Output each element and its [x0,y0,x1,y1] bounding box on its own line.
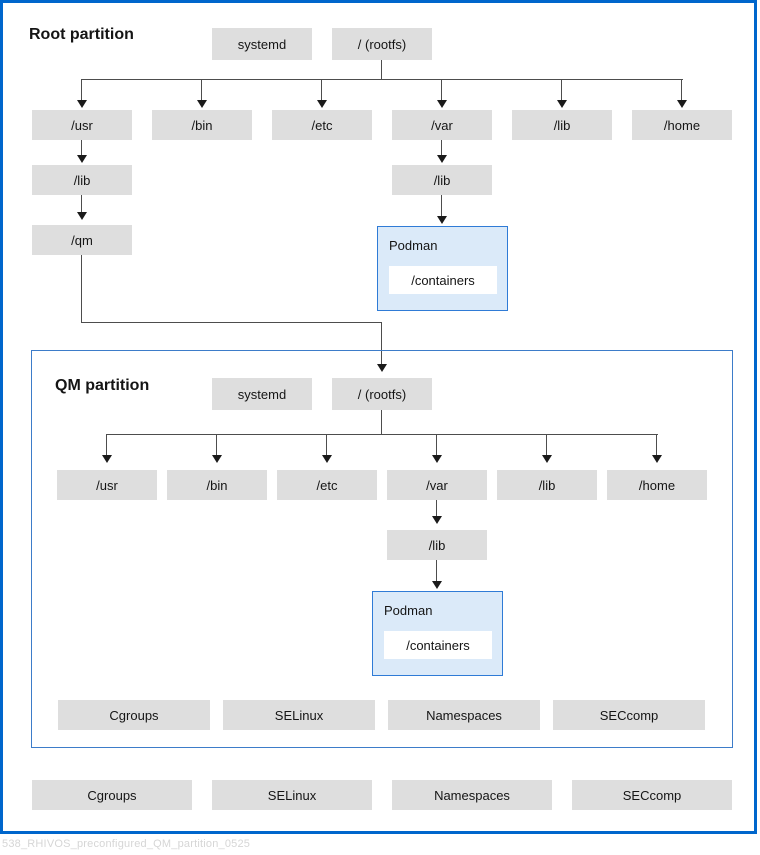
qm-security-cgroups: Cgroups [58,700,210,730]
qm-dir-var: /var [387,470,487,500]
root-lib-to-podman-line [441,195,443,219]
root-arrow-etc [317,100,327,108]
qm-systemd-box: systemd [212,378,312,410]
qm-link-horizontal [81,322,382,324]
host-security-seccomp: SECcomp [572,780,732,810]
root-rootfs-stem [381,60,383,79]
root-podman-containers: /containers [389,266,497,294]
qm-drop-var [436,434,438,457]
qm-security-seccomp: SECcomp [553,700,705,730]
qm-var-lib-box: /lib [387,530,487,560]
qm-partition-frame [31,350,733,748]
root-dir-etc: /etc [272,110,372,140]
qm-drop-bin [216,434,218,457]
qm-arrow-bin [212,455,222,463]
qm-drop-home [656,434,658,457]
qm-rootfs-box: / (rootfs) [332,378,432,410]
qm-dir-etc: /etc [277,470,377,500]
root-lib-to-qm-line [81,195,83,213]
root-lib-to-qm-arrow [77,212,87,220]
figure-caption: 538_RHIVOS_preconfigured_QM_partition_05… [2,838,251,850]
qm-dir-bin: /bin [167,470,267,500]
qm-podman-containers: /containers [384,631,492,659]
root-usr-lib-box: /lib [32,165,132,195]
root-rootfs-box: / (rootfs) [332,28,432,60]
root-dir-home: /home [632,110,732,140]
qm-arrow-lib [542,455,552,463]
root-arrow-bin [197,100,207,108]
root-qm-box: /qm [32,225,132,255]
root-usr-to-lib-line [81,140,83,158]
root-var-to-lib-line [441,140,443,158]
root-drop-lib [561,79,563,102]
root-drop-bin [201,79,203,102]
root-dir-usr: /usr [32,110,132,140]
root-podman-title: Podman [389,238,438,253]
root-var-lib-box: /lib [392,165,492,195]
root-dir-var: /var [392,110,492,140]
qm-podman-title: Podman [384,603,433,618]
root-arrow-lib [557,100,567,108]
qm-link-vertical-right [381,322,383,366]
root-dir-lib: /lib [512,110,612,140]
root-bus-line [82,79,683,81]
qm-security-namespaces: Namespaces [388,700,540,730]
root-arrow-home [677,100,687,108]
qm-arrow-usr [102,455,112,463]
root-drop-usr [81,79,83,102]
qm-drop-usr [106,434,108,457]
qm-bus-line [107,434,658,436]
qm-lib-to-podman-line [436,560,438,584]
root-usr-to-lib-arrow [77,155,87,163]
qm-arrow-var [432,455,442,463]
qm-dir-lib: /lib [497,470,597,500]
qm-arrow-etc [322,455,332,463]
qm-arrow-home [652,455,662,463]
root-drop-home [681,79,683,102]
qm-security-selinux: SELinux [223,700,375,730]
qm-drop-etc [326,434,328,457]
root-var-to-lib-arrow [437,155,447,163]
root-arrow-var [437,100,447,108]
qm-lib-to-podman-arrow [432,581,442,589]
qm-var-to-lib-line [436,500,438,518]
qm-partition-title: QM partition [55,377,150,394]
root-lib-to-podman-arrow [437,216,447,224]
root-arrow-usr [77,100,87,108]
root-drop-var [441,79,443,102]
qm-drop-lib [546,434,548,457]
qm-var-to-lib-arrow [432,516,442,524]
host-security-namespaces: Namespaces [392,780,552,810]
root-partition-title: Root partition [29,26,134,43]
qm-dir-usr: /usr [57,470,157,500]
root-systemd-box: systemd [212,28,312,60]
root-drop-etc [321,79,323,102]
qm-link-vertical-left [81,255,83,323]
root-dir-bin: /bin [152,110,252,140]
qm-rootfs-stem [381,410,383,434]
host-security-selinux: SELinux [212,780,372,810]
host-security-cgroups: Cgroups [32,780,192,810]
qm-dir-home: /home [607,470,707,500]
qm-link-arrow [377,364,387,372]
